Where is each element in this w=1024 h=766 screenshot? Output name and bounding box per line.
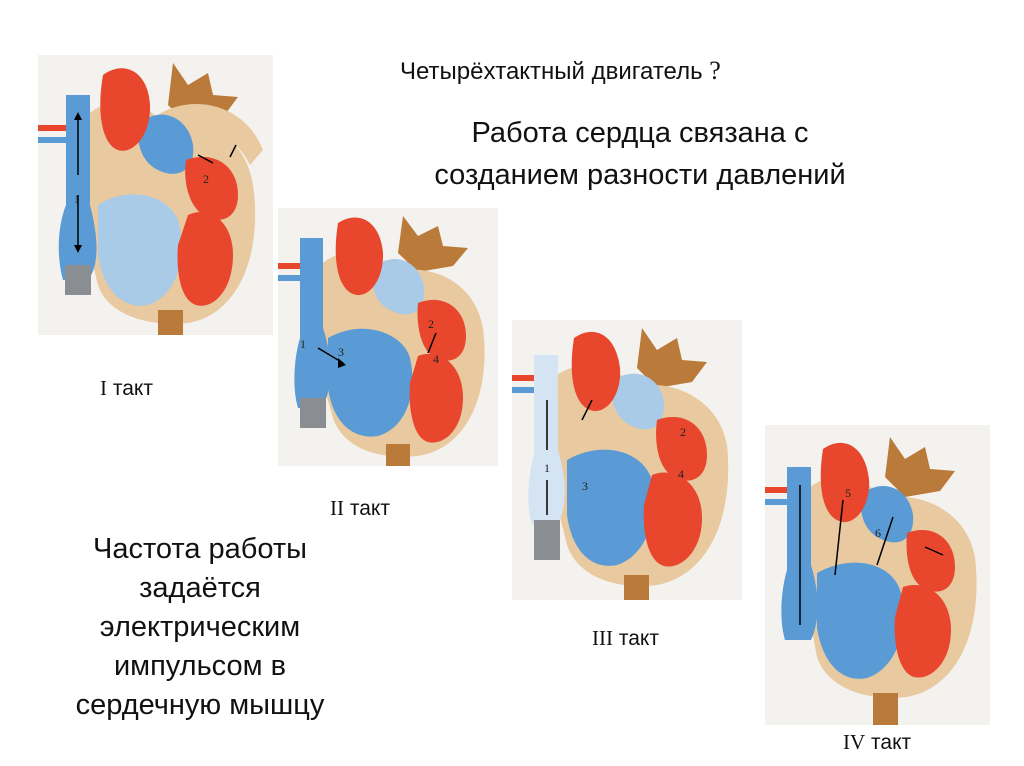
frequency-note-line-4: импульсом в	[113, 650, 287, 682]
label-4: 4	[433, 352, 439, 366]
frequency-note-line-2: задаётся	[139, 572, 261, 604]
frequency-note-line-5: сердечную мышцу	[75, 689, 325, 721]
frequency-note-line-3: электрическим	[99, 611, 301, 643]
label-1: 1	[544, 461, 550, 475]
stroke-3-caption: III такт	[592, 626, 659, 651]
frequency-note: Частота работы задаётся электрическим им…	[40, 530, 360, 725]
heart-diagram-stroke-3: 1 3 2 4	[512, 320, 742, 600]
slide-title-text: Четырёхтактный двигатель	[400, 58, 703, 85]
heart-diagram-stroke-4: 5 6	[765, 425, 990, 725]
label-2: 2	[680, 425, 686, 439]
stroke-4-word: такт	[871, 731, 912, 754]
frequency-note-line-1: Частота работы	[92, 533, 308, 565]
subtitle-line-1: Работа сердца связана с	[471, 117, 809, 149]
heart-diagram-stroke-1: 1 2	[38, 55, 273, 335]
label-2: 2	[203, 172, 209, 186]
stroke-3-word: такт	[618, 627, 659, 650]
label-1: 1	[300, 337, 306, 351]
slide-subtitle: Работа сердца связана с созданием разнос…	[370, 112, 910, 196]
label-1: 1	[74, 192, 80, 206]
label-5: 5	[845, 486, 851, 500]
stroke-2-caption: II такт	[330, 496, 390, 521]
stroke-1-roman: I	[100, 376, 107, 400]
heart-diagram-stroke-2: 1 3 2 4	[278, 208, 498, 466]
label-4: 4	[678, 467, 684, 481]
stroke-2-word: такт	[349, 497, 390, 520]
label-3: 3	[338, 345, 344, 359]
slide-title: Четырёхтактный двигатель ?	[400, 56, 721, 86]
label-2: 2	[428, 317, 434, 331]
slide-title-question-mark: ?	[709, 56, 721, 85]
stroke-4-roman: IV	[843, 730, 866, 754]
label-3: 3	[582, 479, 588, 493]
stroke-3-roman: III	[592, 626, 613, 650]
stroke-2-roman: II	[330, 496, 344, 520]
label-6: 6	[875, 526, 881, 540]
subtitle-line-2: созданием разности давлений	[434, 159, 846, 191]
stroke-1-caption: I такт	[100, 376, 153, 401]
vena-cava-1	[58, 95, 97, 280]
stroke-4-caption: IV такт	[843, 730, 911, 755]
stroke-1-word: такт	[112, 377, 153, 400]
vena-cava-2	[294, 238, 331, 408]
